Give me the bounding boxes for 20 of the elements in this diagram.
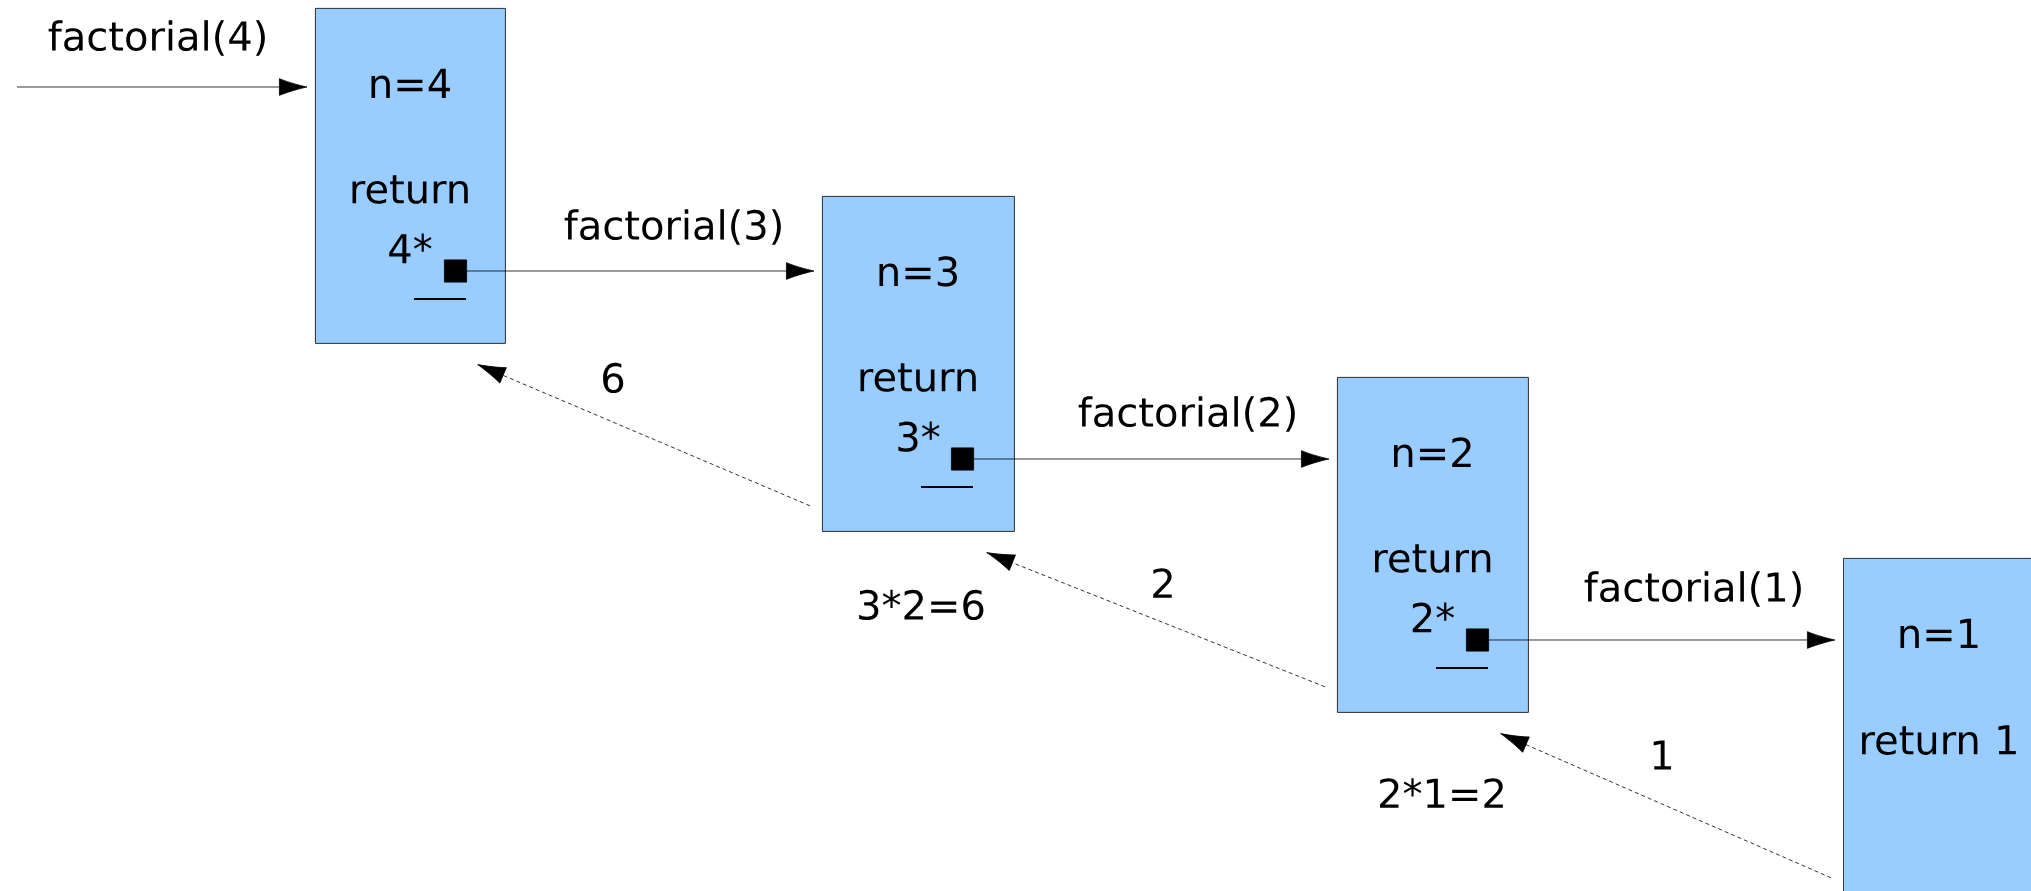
edge-label: 6 [598, 360, 628, 396]
edge-label: factorial(4) [45, 18, 271, 58]
stack-frame-box: n=3 return 3* [822, 196, 1015, 532]
arrow [444, 259, 815, 283]
arrow [986, 552, 1326, 688]
edge-label: factorial(1) [1581, 569, 1807, 609]
edge-label: factorial(3) [561, 207, 787, 247]
stack-frame-box: n=2 return 2* [1337, 377, 1529, 713]
arrow [951, 447, 1330, 471]
arrow [1500, 733, 1832, 879]
edge-label: 1 [1647, 738, 1677, 772]
stack-frame-box: n=1 return 1 [1843, 558, 2031, 891]
result-label: 2*1=2 [1380, 778, 1503, 808]
stack-frame-box: n=4 return 4* [315, 8, 506, 344]
edge-label: factorial(2) [1075, 394, 1301, 434]
edge-label: 2 [1148, 566, 1178, 600]
result-label: 3*2=6 [859, 589, 984, 621]
arrow [477, 364, 811, 507]
arrow [16, 78, 308, 96]
arrow [1466, 628, 1836, 652]
